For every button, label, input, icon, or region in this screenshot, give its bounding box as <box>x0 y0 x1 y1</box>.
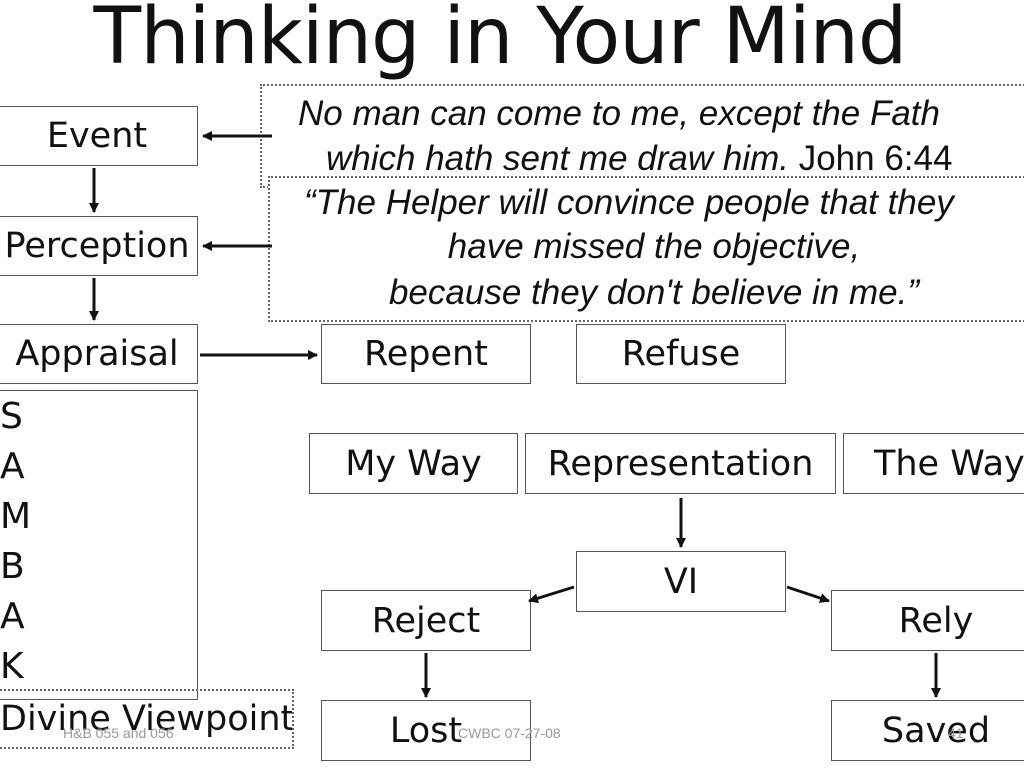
saambak-box <box>0 390 198 700</box>
event-box: Event <box>0 106 198 166</box>
saved-label: Saved <box>881 710 991 751</box>
repent-label: Repent <box>364 334 488 374</box>
saambak-list: S A M B A K <box>0 392 60 692</box>
quote-john-text: which hath sent me draw him. <box>326 139 789 178</box>
my-way-box: My Way <box>309 433 518 494</box>
quote-box-helper <box>268 176 1024 322</box>
footer-left: H&B 055 and 056 <box>63 725 174 741</box>
representation-label: Representation <box>547 443 814 484</box>
quote-helper-line1: “The Helper will convince people that th… <box>304 183 954 222</box>
reject-box: Reject <box>321 590 531 651</box>
rely-label: Rely <box>898 600 974 641</box>
quote-helper-line2: have missed the objective, <box>447 227 861 266</box>
saambak-letter-m: M <box>0 496 32 537</box>
refuse-box: Refuse <box>576 324 786 384</box>
footer-center: CWBC 07-27-08 <box>458 725 561 741</box>
quote-helper-line3: because they don't believe in me.” <box>388 273 920 312</box>
divine-viewpoint-label: Divine Viewpoint <box>0 699 294 739</box>
slide-title: Thinking in Your Mind <box>93 0 908 82</box>
vi-box: VI <box>576 551 786 612</box>
appraisal-box: Appraisal <box>0 324 198 384</box>
the-way-box: The Way <box>843 433 1024 494</box>
saambak-letter-a: A <box>0 446 25 487</box>
saambak-letter-a2: A <box>0 596 25 637</box>
quote-john-line1: No man can come to me, except the Fath <box>298 94 940 133</box>
arrow-vi-to-reject <box>528 585 575 604</box>
the-way-label: The Way <box>874 443 1024 484</box>
lost-box: Lost <box>321 700 531 761</box>
perception-label: Perception <box>4 226 190 266</box>
representation-box: Representation <box>525 433 836 494</box>
reject-label: Reject <box>371 600 481 641</box>
quote-john-line2: which hath sent me draw him. John 6:44 <box>326 137 1024 181</box>
perception-box: Perception <box>0 216 198 276</box>
quote-box-john <box>260 84 1024 188</box>
vi-label: VI <box>663 561 699 602</box>
lost-label: Lost <box>389 710 463 751</box>
rely-box: Rely <box>831 590 1024 651</box>
my-way-label: My Way <box>345 443 482 484</box>
quote-john-reference: John 6:44 <box>798 139 953 178</box>
divine-viewpoint-box: Divine Viewpoint <box>0 689 294 749</box>
saambak-letter-s: S <box>0 396 23 437</box>
arrow-vi-to-rely <box>786 585 830 603</box>
saved-box: Saved <box>831 700 1024 761</box>
footer-page-number: 41 <box>948 725 964 741</box>
refuse-label: Refuse <box>621 334 741 374</box>
saambak-letter-k: K <box>0 646 24 687</box>
event-label: Event <box>46 116 148 156</box>
appraisal-label: Appraisal <box>15 334 179 374</box>
repent-box: Repent <box>321 324 531 384</box>
saambak-letter-b: B <box>0 546 25 587</box>
